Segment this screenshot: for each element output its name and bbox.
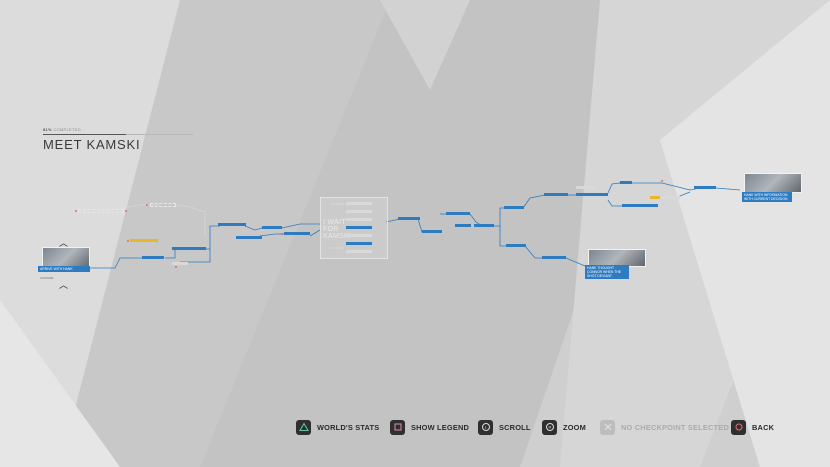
flow-node[interactable]: [398, 217, 420, 220]
flow-node[interactable]: [576, 193, 608, 196]
back-button[interactable]: BACK: [731, 416, 774, 438]
end-scene-caption: HANK WITH INFORMATION WITH CURRENT DECIS…: [742, 192, 792, 202]
svg-text:R: R: [548, 425, 551, 430]
scroll-button[interactable]: L SCROLL: [478, 416, 531, 438]
flow-node[interactable]: [236, 236, 262, 239]
zoom-button[interactable]: R ZOOM: [542, 416, 586, 438]
cross-icon: [600, 419, 615, 435]
flow-node[interactable]: [142, 256, 164, 259]
controls-legend: WORLD'S STATS SHOW LEGEND L SCROLL R ZOO…: [0, 416, 830, 438]
flow-node[interactable]: [218, 223, 246, 226]
flow-node[interactable]: [172, 247, 206, 250]
locked-node[interactable]: [660, 196, 680, 199]
circle-icon: [731, 419, 746, 435]
world-stats-button[interactable]: WORLD'S STATS: [296, 416, 379, 438]
flow-node[interactable]: [506, 244, 526, 247]
svg-text:L: L: [484, 425, 487, 430]
flow-node[interactable]: [446, 212, 470, 215]
no-checkpoint-button: NO CHECKPOINT SELECTED: [600, 416, 729, 438]
completion-percent: 81% COMPLETED: [43, 127, 81, 132]
flow-node[interactable]: [544, 193, 568, 196]
flow-node[interactable]: [622, 204, 658, 207]
flow-node[interactable]: [262, 226, 282, 229]
show-legend-button[interactable]: SHOW LEGEND: [390, 416, 469, 438]
locked-node[interactable]: [78, 209, 124, 213]
locked-node[interactable]: [346, 250, 372, 253]
left-stick-icon: L: [478, 419, 493, 435]
locked-node[interactable]: [346, 202, 372, 205]
flow-node[interactable]: [346, 242, 372, 245]
wait-for-kamski-title: I WAIT FOR KAMSKI: [323, 219, 352, 240]
locked-node[interactable]: [346, 234, 372, 237]
flow-node[interactable]: [284, 232, 310, 235]
chapter-header: 81% COMPLETED MEET KAMSKI: [43, 127, 193, 152]
locked-node[interactable]: [576, 186, 596, 189]
locked-node[interactable]: [172, 262, 188, 265]
locked-node[interactable]: [150, 203, 176, 207]
start-scene-sublabel: CONNOR: [40, 276, 54, 280]
right-stick-icon: R: [542, 419, 557, 435]
triangle-icon: [296, 419, 311, 435]
square-icon: [390, 419, 405, 435]
flow-node[interactable]: [455, 224, 471, 227]
scroll-down-icon[interactable]: ︿: [59, 280, 69, 290]
locked-node[interactable]: [346, 218, 372, 221]
flow-node[interactable]: [694, 186, 716, 189]
flow-node[interactable]: [504, 206, 524, 209]
lower-ending-caption: HANK THOUGHT CONNOR WHEN THE SHOT DEVIAN…: [585, 265, 629, 279]
flow-node[interactable]: [346, 226, 372, 229]
flow-node[interactable]: [422, 230, 442, 233]
scroll-up-icon[interactable]: ︿: [59, 238, 69, 248]
flow-node[interactable]: [474, 224, 494, 227]
checkpoint-node[interactable]: [650, 196, 660, 199]
checkpoint-node[interactable]: [130, 239, 158, 242]
end-scene-thumbnail[interactable]: [744, 173, 802, 193]
chapter-title: MEET KAMSKI: [43, 137, 141, 152]
completion-bar: [43, 134, 193, 135]
flow-node[interactable]: [620, 181, 632, 184]
start-scene-caption: ARRIVE WITH HANK: [38, 266, 90, 272]
locked-node[interactable]: [346, 210, 372, 213]
flow-node[interactable]: [542, 256, 566, 259]
